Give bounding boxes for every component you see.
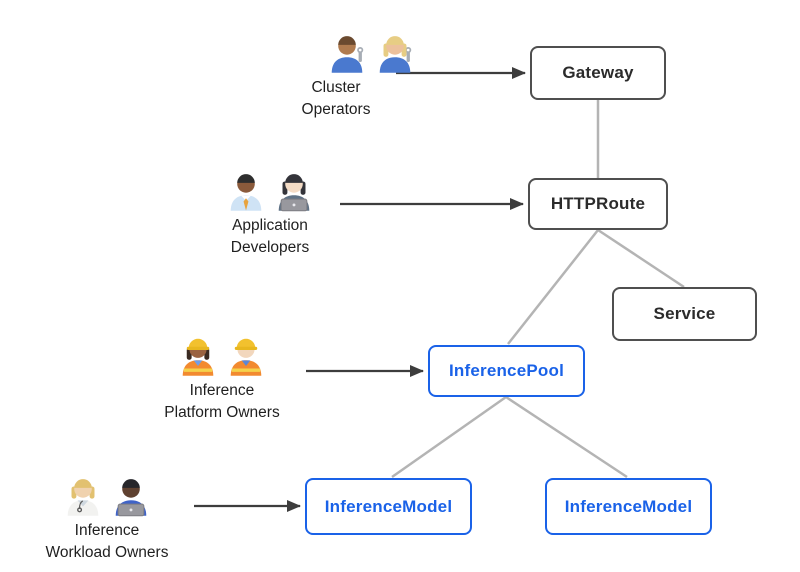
persona-inference-platform-owners-icons bbox=[137, 333, 307, 377]
edge-inferencepool-inferencemodel-right bbox=[505, 395, 628, 479]
woman-mechanic-emoji bbox=[379, 36, 412, 73]
persona-cluster-operators: Cluster Operators bbox=[251, 30, 421, 121]
edge-httproute-inferencepool bbox=[507, 229, 599, 345]
persona-label-line2: Operators bbox=[301, 101, 371, 118]
node-httproute: HTTPRoute bbox=[528, 178, 668, 230]
persona-application-developers-icons bbox=[185, 168, 355, 212]
node-inferencemodel-right: InferenceModel bbox=[545, 478, 712, 535]
persona-label-line1: Cluster bbox=[311, 79, 361, 96]
man-technologist-emoji bbox=[115, 479, 147, 517]
persona-inference-platform-owners-label: Inference Platform Owners bbox=[137, 380, 307, 424]
persona-label-line1: Application bbox=[232, 217, 308, 234]
node-gateway-label: Gateway bbox=[562, 63, 634, 82]
persona-inference-workload-owners: Inference Workload Owners bbox=[22, 473, 192, 564]
persona-inference-workload-owners-label: Inference Workload Owners bbox=[22, 520, 192, 564]
node-inferencepool-label: InferencePool bbox=[448, 361, 565, 380]
persona-cluster-operators-label: Cluster Operators bbox=[251, 77, 421, 121]
persona-cluster-operators-icons bbox=[286, 30, 456, 74]
persona-label-line2: Developers bbox=[230, 239, 310, 256]
woman-construction-worker-emoji bbox=[182, 338, 214, 376]
man-mechanic-emoji bbox=[331, 36, 364, 73]
man-office-worker-emoji bbox=[230, 174, 262, 211]
persona-label-line1: Inference bbox=[74, 522, 140, 539]
node-service-label: Service bbox=[653, 304, 716, 323]
persona-application-developers-label: Application Developers bbox=[185, 215, 355, 259]
edge-httproute-service bbox=[597, 228, 685, 289]
persona-application-developers: Application Developers bbox=[185, 168, 355, 259]
node-inferencemodel-left-label: InferenceModel bbox=[324, 496, 453, 516]
node-inferencepool: InferencePool bbox=[428, 345, 585, 397]
health-worker-emoji bbox=[67, 479, 99, 516]
woman-technologist-emoji bbox=[278, 174, 310, 212]
persona-label-line1: Inference bbox=[189, 382, 255, 399]
node-gateway: Gateway bbox=[530, 46, 666, 100]
node-httproute-label: HTTPRoute bbox=[550, 194, 646, 213]
persona-inference-platform-owners: Inference Platform Owners bbox=[137, 333, 307, 424]
edge-inferencepool-inferencemodel-left bbox=[391, 395, 507, 479]
persona-label-line2: Workload Owners bbox=[45, 544, 169, 561]
node-service: Service bbox=[612, 287, 757, 341]
persona-label-line2: Platform Owners bbox=[164, 404, 280, 421]
node-inferencemodel-left: InferenceModel bbox=[305, 478, 472, 535]
persona-inference-workload-owners-icons bbox=[22, 473, 192, 517]
node-inferencemodel-right-label: InferenceModel bbox=[564, 496, 693, 516]
man-construction-worker-emoji bbox=[230, 338, 262, 376]
